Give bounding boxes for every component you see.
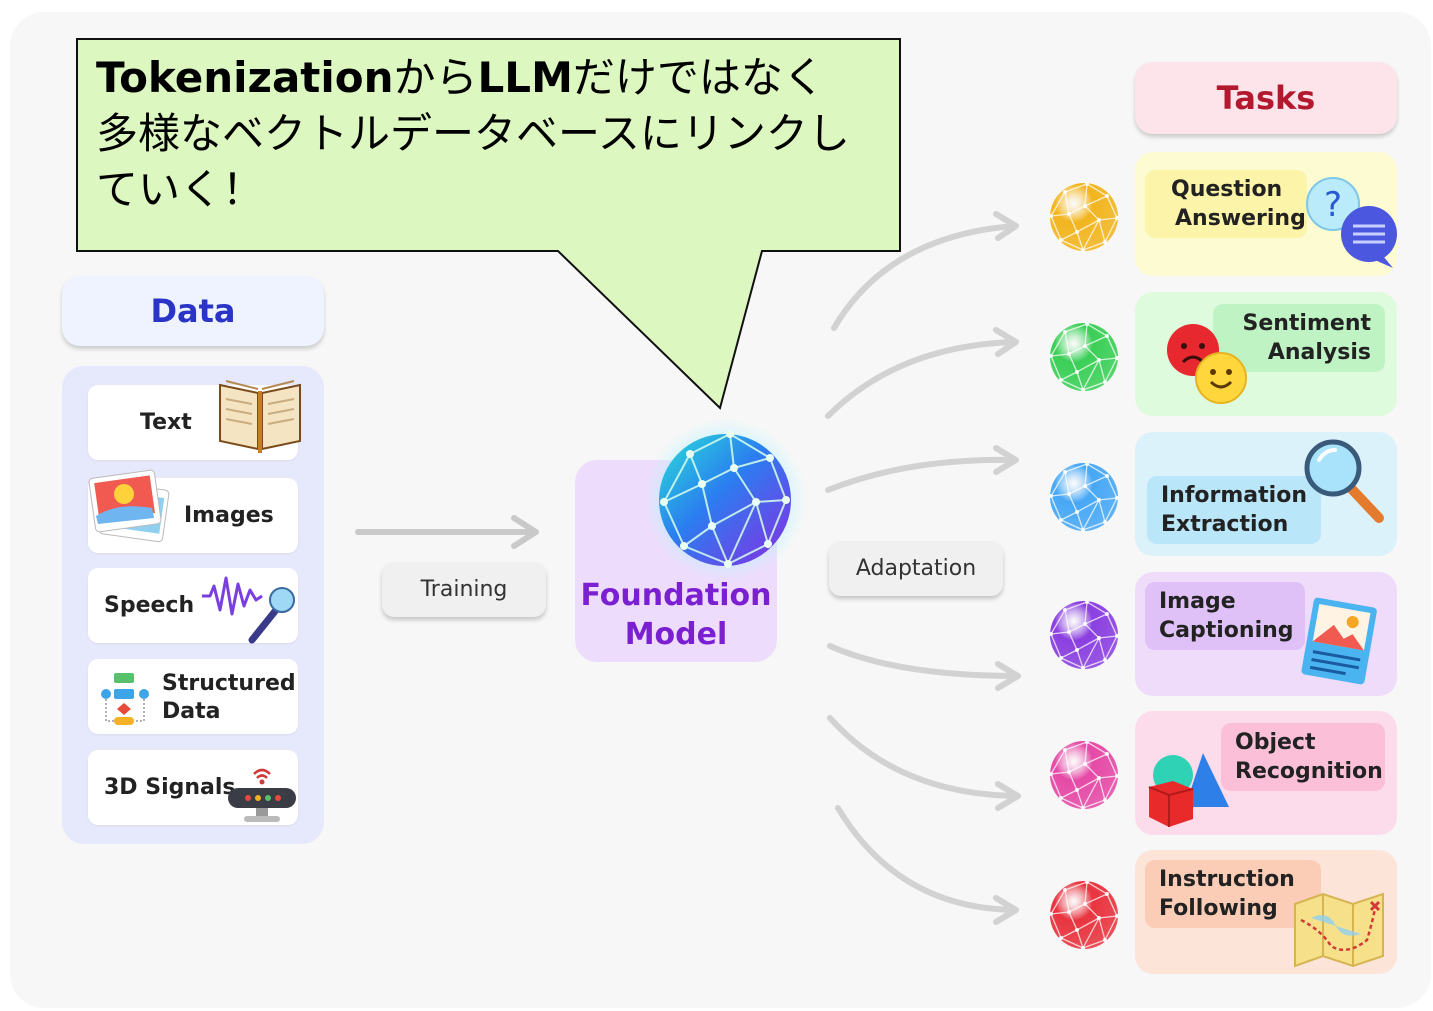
adaptation-label: Adaptation — [829, 541, 1003, 596]
task-label-line-2: Following — [1159, 896, 1278, 921]
arrow-to-object-recognition — [827, 715, 1019, 799]
task-information-extraction: Information Extraction — [1135, 432, 1397, 556]
task-label-line-2: Captioning — [1159, 618, 1294, 643]
tasks-header: Tasks — [1135, 62, 1397, 134]
task-model-sphere-icon — [1049, 182, 1119, 252]
task-image-captioning: Image Captioning — [1135, 572, 1397, 696]
task-question-answering: Question Answering ? — [1135, 152, 1397, 276]
task-label: Information Extraction — [1147, 476, 1321, 544]
map-icon — [1294, 892, 1384, 968]
task-model-sphere-icon — [1049, 462, 1119, 532]
task-label-line-1: Instruction — [1159, 867, 1295, 892]
task-model-sphere-icon — [1049, 322, 1119, 392]
data-item-label: Structured — [162, 671, 296, 696]
task-sentiment-analysis: Sentiment Analysis — [1135, 292, 1397, 416]
sensor-icon — [228, 768, 296, 822]
training-arrow — [355, 515, 539, 549]
data-item-label: Data — [162, 699, 221, 724]
task-label: Instruction Following — [1145, 860, 1321, 928]
data-item-speech: Speech — [88, 568, 298, 644]
callout-text-kara: から — [393, 53, 478, 102]
task-instruction-following: Instruction Following — [1135, 850, 1397, 974]
arrow-to-sentiment-analysis — [825, 339, 1017, 419]
svg-text:?: ? — [1324, 185, 1342, 225]
callout-line-1: TokenizationからLLMだけではなく — [96, 50, 896, 106]
adaptation-arrows — [825, 211, 1021, 925]
callout-bold-llm: LLM — [477, 53, 573, 102]
arrow-to-information-extraction — [825, 456, 1017, 493]
data-item-3d-signals: 3D Signals — [88, 750, 298, 825]
foundation-line-1: Foundation — [580, 578, 772, 613]
task-label-line-2: Recognition — [1235, 759, 1383, 784]
data-item-structured-data: Structured Data — [88, 659, 298, 734]
task-label: Question Answering — [1145, 170, 1307, 238]
book-icon — [219, 380, 301, 453]
task-model-sphere-icon — [1049, 600, 1119, 670]
data-item-images: Images — [88, 469, 298, 553]
callout-line-2: 多様なベクトルデータベースにリンクし — [96, 109, 850, 158]
task-label-line-2: Analysis — [1267, 340, 1371, 365]
task-label-line-1: Object — [1235, 730, 1316, 755]
arrow-to-question-answering — [831, 223, 1017, 331]
callout-line-3: ていく！ — [96, 165, 265, 214]
data-item-text: Text — [88, 380, 301, 460]
arrow-to-image-captioning — [827, 643, 1019, 679]
task-label-line-1: Sentiment — [1242, 311, 1371, 336]
foundation-sphere-icon — [643, 418, 807, 582]
task-label-line-1: Information — [1161, 483, 1307, 508]
task-model-sphere-icon — [1049, 740, 1119, 810]
foundation-model-label: Foundation Model — [575, 576, 777, 654]
data-item-label: Images — [184, 503, 274, 528]
data-header: Data — [62, 276, 324, 346]
task-label-line-1: Image — [1159, 589, 1236, 614]
arrow-to-instruction-following — [835, 805, 1017, 913]
callout-bubble — [76, 38, 901, 410]
data-item-label: 3D Signals — [104, 775, 236, 800]
task-label-line-1: Question — [1171, 177, 1283, 202]
task-label-line-2: Extraction — [1161, 512, 1289, 537]
flowchart-icon — [101, 673, 149, 725]
task-model-sphere-icon — [1049, 880, 1119, 950]
magnifier-icon — [1304, 439, 1384, 523]
photos-icon — [88, 469, 170, 543]
data-item-label: Text — [140, 410, 192, 435]
task-label: Object Recognition — [1221, 723, 1385, 791]
task-label: Sentiment Analysis — [1213, 304, 1385, 372]
task-label-line-2: Answering — [1175, 206, 1306, 231]
question-chat-icon: ? — [1306, 177, 1397, 268]
callout-bold-tokenization: Tokenization — [96, 53, 394, 102]
emoji-faces-icon — [1167, 324, 1247, 404]
task-object-recognition: Object Recognition — [1135, 711, 1397, 835]
training-label: Training — [382, 562, 546, 617]
picture-card-icon — [1301, 597, 1377, 685]
foundation-line-2: Model — [624, 617, 728, 652]
task-label: Image Captioning — [1145, 582, 1305, 650]
callout-text-dakedewanaku: だけではなく — [572, 53, 825, 102]
microphone-icon — [202, 576, 295, 644]
callout-text: TokenizationからLLMだけではなく 多様なベクトルデータベースにリン… — [96, 50, 896, 218]
data-item-label: Speech — [104, 593, 195, 618]
shapes-icon — [1148, 753, 1229, 827]
